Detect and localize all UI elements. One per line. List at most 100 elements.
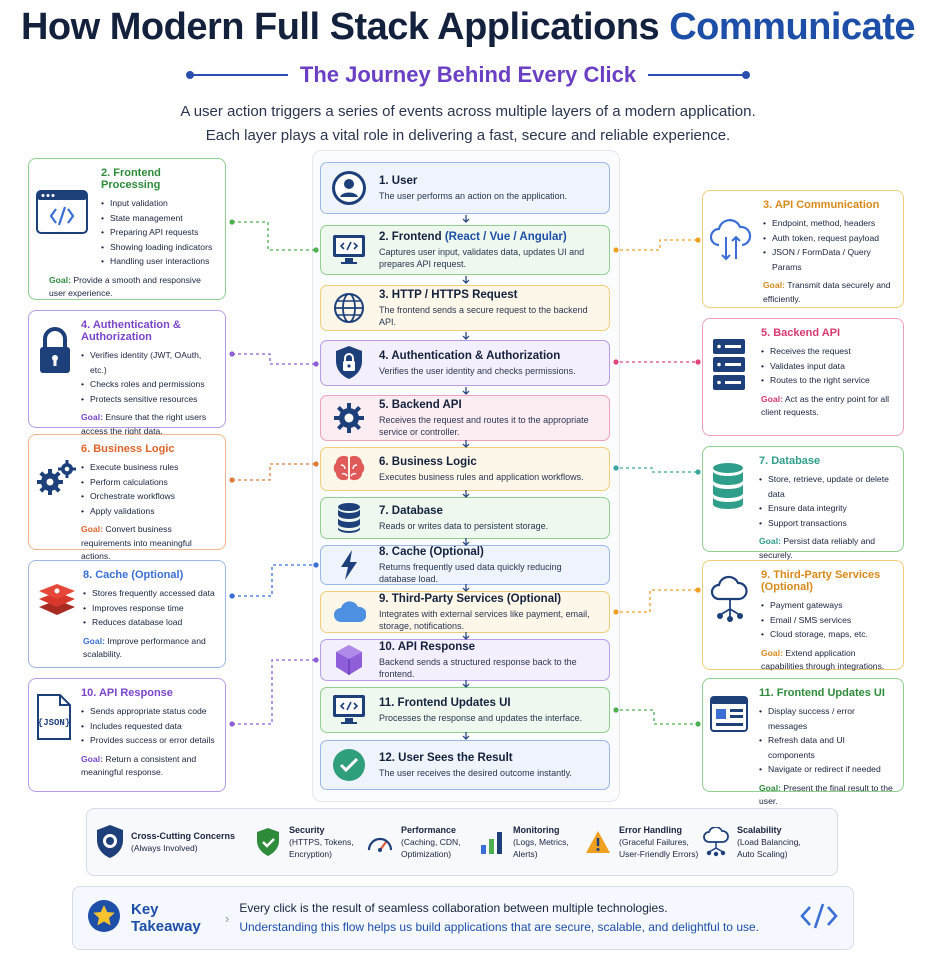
step-title: 6. Business Logic: [379, 456, 477, 468]
lightning-icon: [329, 545, 369, 585]
down-arrow: [462, 440, 470, 448]
down-arrow: [462, 732, 470, 740]
card-item: Showing loading indicators: [101, 240, 215, 255]
cloud-transfer-icon: [709, 219, 752, 261]
intro-line-1: A user action triggers a series of event…: [180, 103, 756, 120]
connector-frontend: [232, 221, 318, 251]
card-item: JSON / FormData / Query Params: [763, 245, 893, 274]
concern-desc: (HTTPS, Tokens, Encryption): [289, 837, 354, 859]
gear-icon: [329, 398, 369, 438]
step-title: 12. User Sees the Result: [379, 752, 513, 764]
key-takeaway-label: Key Takeaway: [131, 901, 201, 935]
concern-scalability: Scalability(Load Balancing, Auto Scaling…: [701, 824, 811, 860]
card-title: 6. Business Logic: [81, 443, 175, 455]
card-item: Refresh data and UI components: [759, 733, 893, 762]
step-desc: Processes the response and updates the i…: [379, 713, 583, 723]
concern-title: Scalability: [737, 825, 782, 835]
shield-badge-icon: [95, 825, 125, 859]
card-item: Orchestrate workflows: [81, 489, 215, 504]
check-circle-icon: [329, 745, 369, 785]
monitor-code-icon: [329, 230, 369, 270]
card-item: Provides success or error details: [81, 733, 215, 748]
card-item: Sends appropriate status code: [81, 704, 215, 719]
connector-api-response: [232, 659, 318, 725]
connector-auth: [232, 353, 318, 365]
card-goal: Goal: Act as the entry point for all cli…: [761, 393, 890, 418]
connector-business: [232, 463, 318, 481]
takeaway-line-1: Every click is the result of seamless co…: [239, 901, 668, 915]
subtitle-line-right: [648, 71, 751, 79]
card-item: Display success / error messages: [759, 704, 893, 733]
card-authentication: 4. Authentication & Authorization Verifi…: [28, 310, 226, 436]
step-title: 8. Cache (Optional): [379, 546, 484, 558]
concern-title: Monitoring: [513, 825, 560, 835]
step-title: 2. Frontend: [379, 231, 442, 243]
layout-icon: [710, 696, 748, 732]
card-item: Payment gateways: [761, 598, 893, 613]
card-title: 2. Frontend Processing: [101, 167, 161, 191]
card-title: 5. Backend API: [761, 327, 841, 339]
concern-error-handling: Error Handling(Graceful Failures, User-F…: [583, 824, 701, 860]
database-icon: [713, 463, 743, 509]
card-business-logic: 6. Business Logic Execute business rules…: [28, 434, 226, 561]
json-file-icon: {JSON}: [37, 694, 71, 740]
card-frontend-updates: 11. Frontend Updates UI Display success …: [702, 678, 904, 806]
card-item: Checks roles and permissions: [81, 377, 215, 392]
concern-title: Performance: [401, 825, 457, 835]
card-title: 8. Cache (Optional): [83, 569, 184, 581]
card-item: Auth token, request payload: [763, 231, 893, 246]
step-desc: Executes business rules and application …: [379, 472, 584, 482]
subtitle-line-left: [185, 71, 288, 79]
card-goal: Goal: Extend application capabilities th…: [761, 647, 885, 672]
concern-desc: (Graceful Failures, User-Friendly Errors…: [619, 837, 699, 859]
shield-check-icon: [253, 825, 283, 859]
svg-text:{JSON}: {JSON}: [38, 718, 70, 728]
step-desc: Integrates with external services like p…: [379, 609, 590, 631]
down-arrow: [462, 215, 470, 223]
step-desc: Reads or writes data to persistent stora…: [379, 521, 549, 531]
card-title: 3. API Communication: [763, 199, 880, 211]
shield-lock-icon: [329, 343, 369, 383]
card-goal: Goal: Transmit data securely and efficie…: [763, 280, 891, 304]
step-desc: Captures user input, validates data, upd…: [379, 247, 585, 269]
card-goal: Goal: Persist data reliably and securely…: [759, 536, 876, 560]
intro-text: A user action triggers a series of event…: [0, 100, 936, 148]
cloud-network-icon: [710, 575, 748, 622]
browser-code-icon: [36, 190, 88, 234]
cross-cutting-header: Cross-Cutting Concerns(Always Involved): [95, 825, 245, 859]
step-title: 7. Database: [379, 505, 443, 517]
card-goal: Goal: Present the final result to the us…: [759, 782, 893, 807]
card-item: Perform calculations: [81, 475, 215, 490]
down-arrow: [462, 332, 470, 340]
connector-api-comm: [614, 239, 698, 251]
card-api-communication: 3. API Communication Endpoint, method, h…: [702, 190, 904, 308]
cube-icon: [329, 640, 369, 680]
gears-icon: [37, 460, 76, 495]
cloud-icon: [329, 592, 369, 632]
down-arrow: [462, 490, 470, 498]
card-goal: Goal: Ensure that the right users access…: [81, 412, 207, 436]
chevron-right-icon: ›: [225, 910, 230, 926]
connector-frontend-updates: [614, 709, 698, 725]
concern-desc: (Logs, Metrics, Alerts): [513, 837, 569, 859]
gauge-icon: [365, 825, 395, 859]
step-third-party: 9. Third-Party Services (Optional)Integr…: [320, 591, 610, 633]
concern-monitoring: Monitoring (Logs, Metrics, Alerts): [477, 824, 583, 860]
card-title: 11. Frontend Updates UI: [759, 687, 885, 699]
key-takeaway-text: Every click is the result of seamless co…: [239, 899, 799, 937]
user-icon: [329, 168, 369, 208]
card-item: Handling user interactions: [101, 254, 215, 269]
step-desc: Verifies the user identity and checks pe…: [379, 366, 576, 376]
monitor-code-icon: [329, 690, 369, 730]
card-goal: Goal: Improve performance and scalabilit…: [83, 635, 206, 660]
card-item: Reduces database load: [83, 615, 215, 630]
down-arrow: [462, 387, 470, 395]
card-item: Includes requested data: [81, 719, 215, 734]
